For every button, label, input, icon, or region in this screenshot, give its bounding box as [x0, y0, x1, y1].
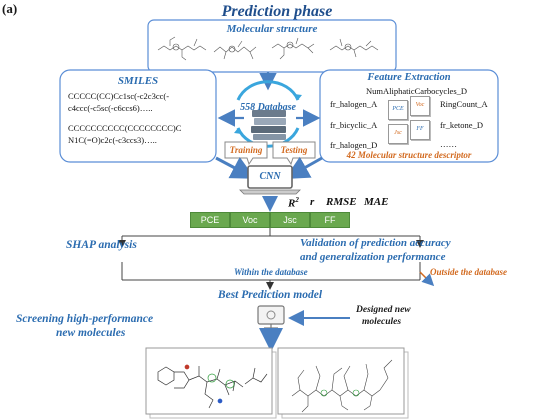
feature-footer: 42 Molecular structure descriptor	[346, 150, 472, 160]
feature-2: fr_bicyclic_A	[330, 120, 378, 130]
feature-extraction-title: Feature Extraction	[367, 72, 451, 83]
best-model-label: Best Prediction model	[217, 289, 323, 301]
feature-r1: RingCount_A	[440, 99, 488, 109]
cnn-laptop-icon	[239, 165, 301, 195]
shap-label: SHAP analysis	[66, 239, 137, 251]
bar-jsc: Jsc	[270, 212, 310, 228]
testing-label: Testing	[280, 145, 308, 155]
panel-label: (a)	[2, 1, 18, 16]
smiles-line-2: c4ccc(-c5sc(-c6ccs6)…..	[68, 103, 153, 113]
metric-rmse: RMSE	[326, 196, 357, 208]
database-label: 558 Database	[240, 102, 296, 113]
metric-r2: R2	[288, 197, 299, 210]
smiles-line-1: CCCCC(CC)Cc1sc(-c2c3cc(-	[68, 91, 170, 101]
mini-card-voc-label: Voc	[415, 102, 425, 108]
metric-mae: MAE	[364, 196, 389, 208]
mini-card-voc: Voc	[410, 96, 430, 116]
bar-ff: FF	[310, 212, 350, 228]
mini-card-pce: PCE	[388, 100, 408, 120]
mini-card-jsc: Jsc	[388, 124, 408, 144]
designed-line-2: molecules	[362, 317, 402, 327]
molecular-structure-box	[147, 19, 397, 73]
mini-card-ff: FF	[410, 120, 430, 140]
database-icon	[234, 80, 302, 148]
training-label: Training	[229, 145, 263, 155]
metric-r2-sup: 2	[295, 196, 299, 204]
feature-top: NumAliphaticCarbocycles_D	[366, 86, 468, 96]
bar-voc: Voc	[230, 212, 270, 228]
screened-molecule-left	[157, 364, 268, 409]
metric-r2-base: R	[288, 197, 296, 210]
metric-r: r	[310, 196, 315, 208]
mini-card-jsc-label: Jsc	[394, 130, 402, 136]
monitor-icon	[257, 305, 285, 329]
molecule-result-sheets	[145, 347, 409, 419]
feature-3: fr_halogen_D	[330, 140, 378, 150]
designed-line-1: Designed new	[356, 305, 411, 315]
screening-line-1: Screening high-performance	[16, 313, 154, 325]
feature-1: fr_halogen_A	[330, 99, 378, 109]
smiles-box	[59, 69, 217, 163]
outside-database-label: Outside the database	[430, 267, 508, 277]
feature-r3: ……	[440, 139, 457, 149]
validation-line-1: Validation of prediction accuracy	[300, 237, 451, 249]
bar-pce: PCE	[190, 212, 230, 228]
smiles-title: SMILES	[117, 75, 159, 87]
molecular-structure-label: Molecular structure	[226, 23, 318, 35]
molecule-sketches	[157, 36, 379, 61]
cnn-label: CNN	[259, 171, 281, 182]
smiles-line-3: CCCCCCCCCC(CCCCCCCC)C	[68, 123, 182, 133]
smiles-line-4: N1C(=O)c2c(-c3ccs3)…..	[68, 135, 157, 145]
mini-card-pce-label: PCE	[392, 106, 404, 112]
validation-line-2: and generalization performance	[300, 251, 446, 263]
mini-card-ff-label: FF	[416, 126, 424, 132]
page-title: Prediction phase	[221, 3, 333, 20]
within-database-label: Within the database	[234, 267, 308, 277]
feature-r2: fr_ketone_D	[440, 120, 483, 130]
screened-molecule-right	[291, 359, 393, 413]
screening-line-2: new molecules	[56, 327, 126, 339]
